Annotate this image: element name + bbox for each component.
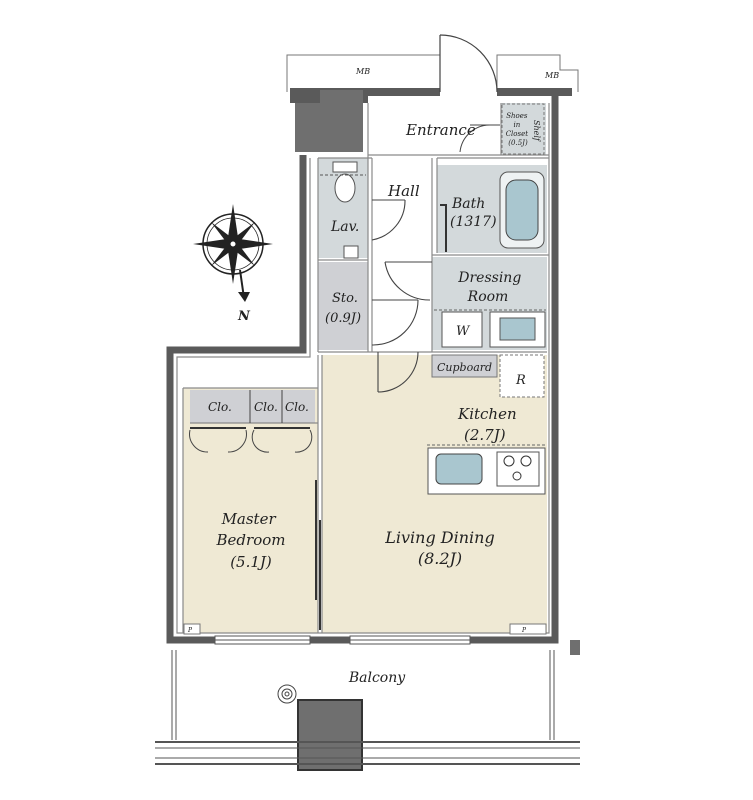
kitchen-size-label: (2.7J) — [464, 426, 506, 444]
master-bedroom-size-label: (5.1J) — [230, 553, 272, 571]
pipe-left-label: P — [187, 627, 193, 634]
fridge-box — [499, 354, 545, 398]
pipe-shaft-balcony-edge — [297, 699, 363, 771]
hall-doors — [371, 199, 432, 393]
closets-floor — [190, 390, 315, 423]
storage-floor — [318, 262, 368, 350]
bathtub-icon — [499, 171, 545, 249]
compass-north-arrowhead — [238, 292, 250, 302]
storage-size-label: (0.9J) — [325, 311, 361, 326]
lav-sink-icon — [343, 245, 359, 259]
entrance-floor — [368, 103, 501, 155]
lavatory-floor — [318, 158, 368, 258]
shoes-closet-box — [501, 103, 545, 155]
kitchen-label: Kitchen — [457, 405, 517, 423]
washer-label: W — [456, 324, 471, 339]
living-dining-size-label: (8.2J) — [418, 549, 462, 568]
entrance-label: Entrance — [405, 121, 476, 139]
shoes-closet-label: Shoes in Closet (0.5J) — [506, 112, 531, 147]
closet-1-label: Clo. — [208, 400, 232, 414]
bath-size-label: (1317) — [450, 214, 497, 230]
exterior-walls — [166, 95, 559, 644]
kitchen-counter — [427, 447, 546, 495]
cupboard-box — [431, 354, 498, 378]
closet-2-label: Clo. — [254, 400, 278, 414]
washbasin-icon — [499, 317, 536, 341]
column-top-left-notch — [295, 90, 320, 103]
pipe-box-right — [509, 623, 547, 635]
toilet-icon — [320, 161, 366, 203]
lav-label: Lav. — [330, 219, 359, 235]
shoes-closet-floor — [501, 103, 546, 155]
compass-rose-icon — [193, 204, 273, 284]
bath-label: Bath — [451, 196, 485, 212]
drain-icon — [277, 684, 297, 704]
mb-left-label: MB — [355, 67, 370, 76]
washer-icon — [441, 311, 483, 348]
living-dining-label: Living Dining — [384, 528, 494, 547]
interior-wall-lines — [176, 103, 550, 634]
pipe-right-label: P — [521, 627, 527, 634]
storage-label: Sto. — [332, 291, 358, 306]
closet-3-label: Clo. — [285, 400, 309, 414]
mb-outlines — [286, 54, 579, 92]
fridge-label: R — [515, 373, 526, 388]
entrance-door — [439, 34, 498, 93]
hall-floor — [372, 158, 432, 353]
mb-right-label: MB — [544, 71, 559, 80]
bath-partition — [440, 204, 447, 252]
hall-label: Hall — [387, 182, 420, 200]
balcony-windows — [214, 635, 580, 655]
shelf-label: Shelf — [532, 120, 541, 143]
balcony-outline — [155, 650, 580, 765]
cupboard-label: Cupboard — [437, 361, 492, 374]
sliding-partition — [315, 480, 321, 630]
pipe-box-left — [183, 623, 201, 635]
pipe-shaft-balcony — [298, 700, 362, 770]
dressing-room-label: Dressing Room — [457, 270, 525, 305]
compass-north-label: N — [237, 309, 251, 324]
closet-doors — [189, 390, 313, 453]
master-bedroom-label: Master Bedroom — [216, 510, 286, 549]
balcony-label: Balcony — [348, 670, 406, 686]
entrance-swing — [459, 124, 500, 153]
